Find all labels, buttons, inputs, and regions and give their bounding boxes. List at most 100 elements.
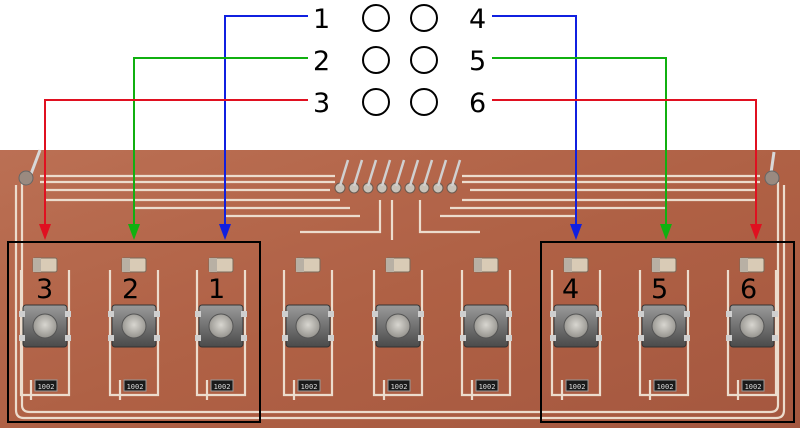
button-leg bbox=[108, 335, 114, 341]
board-label-6: 6 bbox=[740, 274, 757, 305]
trace bbox=[460, 270, 512, 397]
board-label-5: 5 bbox=[651, 274, 668, 305]
button-leg bbox=[596, 335, 602, 341]
button-leg bbox=[328, 311, 334, 317]
button-leg bbox=[550, 335, 556, 341]
push-button-cap bbox=[563, 313, 589, 339]
button-leg bbox=[372, 311, 378, 317]
smd-resistor: 1002 bbox=[210, 379, 234, 392]
resistor-body bbox=[34, 379, 58, 392]
header-pin-lead bbox=[366, 159, 378, 187]
pin-circle-6 bbox=[410, 88, 438, 116]
resistor-marking: 1002 bbox=[127, 383, 144, 391]
left-group-labels: 3 2 1 bbox=[36, 274, 225, 305]
button-leg bbox=[65, 335, 71, 341]
arrow-1 bbox=[224, 15, 308, 226]
trace bbox=[195, 270, 247, 397]
smd-resistor: 1002 bbox=[34, 379, 58, 392]
trace bbox=[14, 185, 786, 420]
pin-circle-2 bbox=[362, 46, 390, 74]
smd-resistor: 1002 bbox=[565, 379, 589, 392]
resistor-body bbox=[210, 379, 234, 392]
arrow-4 bbox=[492, 15, 577, 226]
button-leg bbox=[684, 335, 690, 341]
arrow-2 bbox=[133, 57, 308, 226]
button-leg bbox=[19, 311, 25, 317]
button-leg bbox=[506, 335, 512, 341]
smd-resistor: 1002 bbox=[297, 379, 321, 392]
left-group-box bbox=[7, 241, 261, 423]
smd-resistor: 1002 bbox=[387, 379, 411, 392]
board-label-1: 1 bbox=[208, 274, 225, 305]
button-leg bbox=[282, 335, 288, 341]
smd-resistor: 1002 bbox=[475, 379, 499, 392]
arrow-head-2 bbox=[128, 224, 140, 240]
board-label-4: 4 bbox=[562, 274, 579, 305]
header-pin-lead bbox=[380, 159, 392, 187]
smd-pad-end bbox=[564, 258, 572, 272]
smd-resistor: 1002 bbox=[741, 379, 765, 392]
pcb-traces bbox=[14, 174, 786, 420]
legend-label-3: 3 bbox=[313, 88, 330, 119]
legend-label-4: 4 bbox=[469, 4, 486, 35]
arrow-5 bbox=[492, 57, 667, 226]
smd-pad-end bbox=[386, 258, 394, 272]
push-button-cap bbox=[473, 313, 499, 339]
push-button-cap bbox=[208, 313, 234, 339]
button-leg bbox=[65, 311, 71, 317]
resistor-marking: 1002 bbox=[479, 383, 496, 391]
smd-pad-end bbox=[296, 258, 304, 272]
header-pin-lead bbox=[338, 159, 350, 187]
trace bbox=[372, 270, 424, 397]
resistor-body bbox=[123, 379, 147, 392]
button-leg bbox=[726, 335, 732, 341]
header-pin-lead bbox=[352, 159, 364, 187]
button-leg bbox=[684, 311, 690, 317]
mount-right bbox=[764, 170, 780, 186]
trace bbox=[726, 270, 778, 397]
board-label-2: 2 bbox=[122, 274, 139, 305]
resistor-marking: 1002 bbox=[301, 383, 318, 391]
smd-pad-end bbox=[652, 258, 660, 272]
arrow-6 bbox=[492, 99, 757, 226]
mount-left bbox=[18, 170, 34, 186]
resistor-body bbox=[297, 379, 321, 392]
button-leg bbox=[282, 311, 288, 317]
button-leg bbox=[772, 335, 778, 341]
resistor-marking: 1002 bbox=[38, 383, 55, 391]
button-leg bbox=[460, 335, 466, 341]
resistor-marking: 1002 bbox=[391, 383, 408, 391]
smd-pad-end bbox=[122, 258, 130, 272]
button-leg bbox=[418, 311, 424, 317]
resistor-marking: 1002 bbox=[214, 383, 231, 391]
resistor-body bbox=[475, 379, 499, 392]
button-leg bbox=[638, 335, 644, 341]
smd-resistor: 1002 bbox=[123, 379, 147, 392]
pin-circle-5 bbox=[410, 46, 438, 74]
header-pin-lead bbox=[408, 159, 420, 187]
board-label-3: 3 bbox=[36, 274, 53, 305]
resistor-body bbox=[653, 379, 677, 392]
button-leg bbox=[241, 335, 247, 341]
button-leg bbox=[418, 335, 424, 341]
header-pin-lead bbox=[394, 159, 406, 187]
arrow-head-1 bbox=[219, 224, 231, 240]
arrow-head-3 bbox=[39, 224, 51, 240]
pin-circle-3 bbox=[362, 88, 390, 116]
button-leg bbox=[460, 311, 466, 317]
smd-pad-end bbox=[474, 258, 482, 272]
smd-pad-end bbox=[209, 258, 217, 272]
arrow-head-4 bbox=[570, 224, 582, 240]
right-group-box bbox=[540, 241, 795, 423]
resistor-body bbox=[741, 379, 765, 392]
legend-label-6: 6 bbox=[469, 88, 486, 119]
push-button-cap bbox=[32, 313, 58, 339]
resistor-body bbox=[387, 379, 411, 392]
resistor-body bbox=[565, 379, 589, 392]
button-leg bbox=[772, 311, 778, 317]
legend-label-2: 2 bbox=[313, 46, 330, 77]
button-leg bbox=[19, 335, 25, 341]
button-leg bbox=[108, 311, 114, 317]
